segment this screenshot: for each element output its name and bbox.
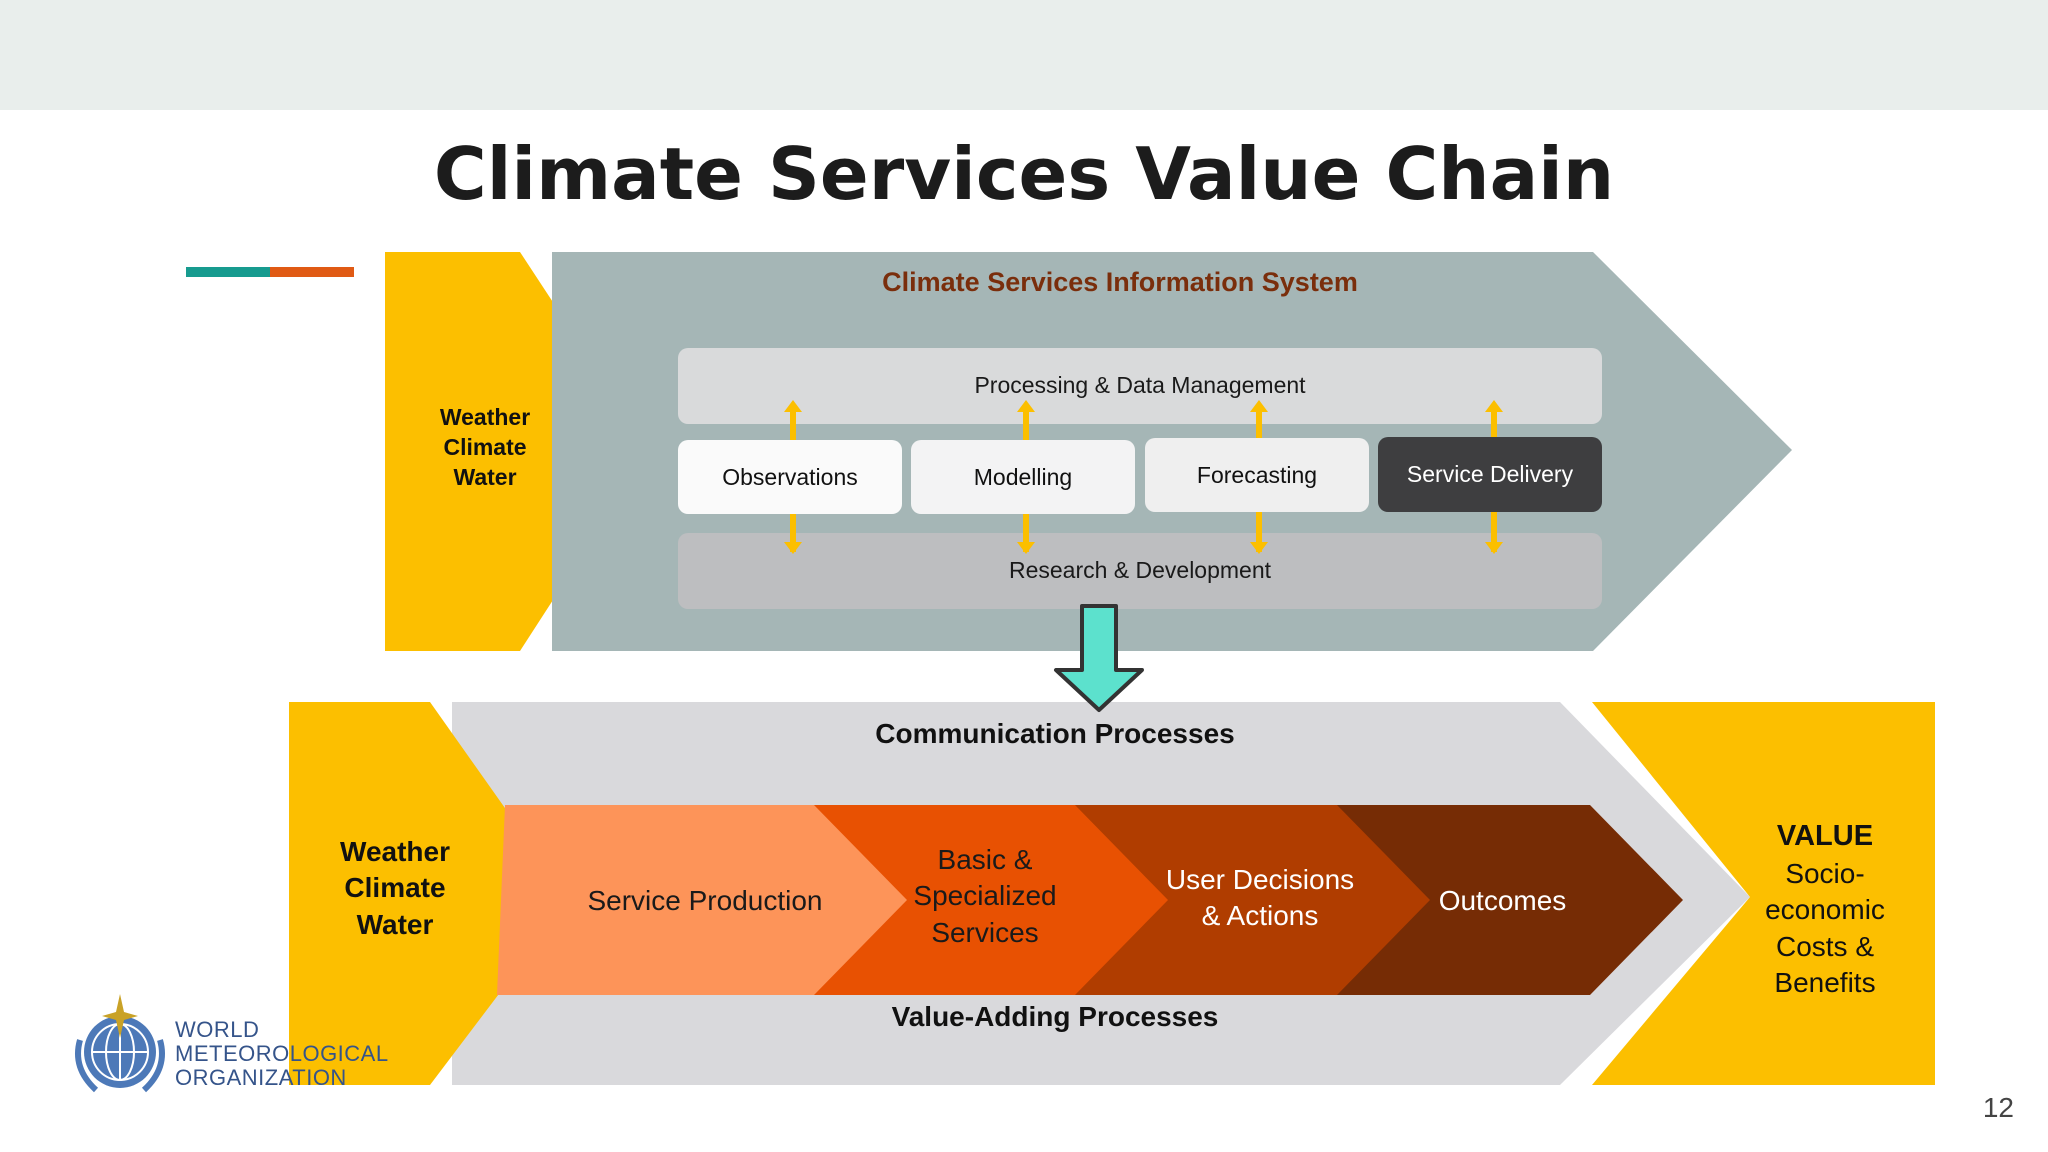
value-box bbox=[1592, 702, 1935, 1085]
processing-bar bbox=[678, 348, 1602, 424]
top-input-label: Weather Climate Water bbox=[439, 404, 531, 490]
system-title: Climate Services Information System bbox=[882, 267, 1358, 297]
value-text: Socio- economic Costs & Benefits bbox=[1765, 858, 1885, 999]
communication-label: Communication Processes bbox=[875, 718, 1235, 749]
component-forecasting: Forecasting bbox=[1145, 438, 1369, 512]
wmo-logo-text: WORLD METEOROLOGICAL ORGANIZATION bbox=[175, 1017, 389, 1091]
chain-user-decisions: User Decisions & Actions bbox=[1165, 864, 1355, 932]
wmo-logo-line3: ORGANIZATION bbox=[175, 1065, 347, 1091]
fc-up-arrow2-icon bbox=[1250, 500, 1268, 552]
accent-bar-teal bbox=[186, 267, 270, 277]
sd-up-arrow2-icon bbox=[1485, 500, 1503, 552]
down-arrow-icon bbox=[1054, 604, 1144, 712]
obs-up-arrow-icon bbox=[784, 400, 802, 452]
chain-service-production-shape bbox=[497, 805, 907, 995]
fc-down-head2-icon bbox=[1250, 542, 1268, 554]
mod-up-arrow-icon bbox=[1017, 400, 1035, 452]
chain-outcomes: Outcomes bbox=[1438, 885, 1567, 916]
chain-user-decisions-shape bbox=[1073, 805, 1430, 995]
wmo-emblem-icon bbox=[75, 994, 165, 1093]
value-heading: VALUE bbox=[1776, 820, 1874, 852]
mod-up-arrow2-icon bbox=[1017, 500, 1035, 552]
accent-bar-orange bbox=[270, 267, 354, 277]
bottom-input-label: Weather Climate Water bbox=[340, 836, 450, 940]
wmo-logo-line1: WORLD bbox=[175, 1017, 260, 1042]
value-adding-label: Value-Adding Processes bbox=[891, 1001, 1219, 1032]
fc-up-arrow-icon bbox=[1250, 400, 1268, 452]
chain-basic-specialized-shape bbox=[812, 805, 1168, 995]
sd-down-head2-icon bbox=[1485, 542, 1503, 554]
component-service-delivery: Service Delivery bbox=[1378, 437, 1602, 512]
component-modelling: Modelling bbox=[911, 440, 1135, 514]
page-number: 12 bbox=[1982, 1092, 2014, 1123]
top-banner bbox=[0, 0, 2048, 110]
chain-service-production: Service Production bbox=[587, 885, 823, 916]
chain-outcomes-shape bbox=[1335, 805, 1683, 995]
component-observations: Observations bbox=[678, 440, 902, 514]
research-label: Research & Development bbox=[1008, 557, 1272, 583]
processing-label: Processing & Data Management bbox=[974, 372, 1306, 398]
wmo-logo-line2: METEOROLOGICAL bbox=[175, 1041, 389, 1067]
obs-down-head2-icon bbox=[784, 542, 802, 554]
mod-down-head2-icon bbox=[1017, 542, 1035, 554]
chain-basic-specialized: Basic & Specialized Services bbox=[913, 844, 1057, 948]
sd-up-arrow-icon bbox=[1485, 400, 1503, 452]
research-bar bbox=[678, 533, 1602, 609]
slide-title: Climate Services Value Chain bbox=[433, 132, 1615, 216]
obs-up-arrow2-icon bbox=[784, 500, 802, 552]
